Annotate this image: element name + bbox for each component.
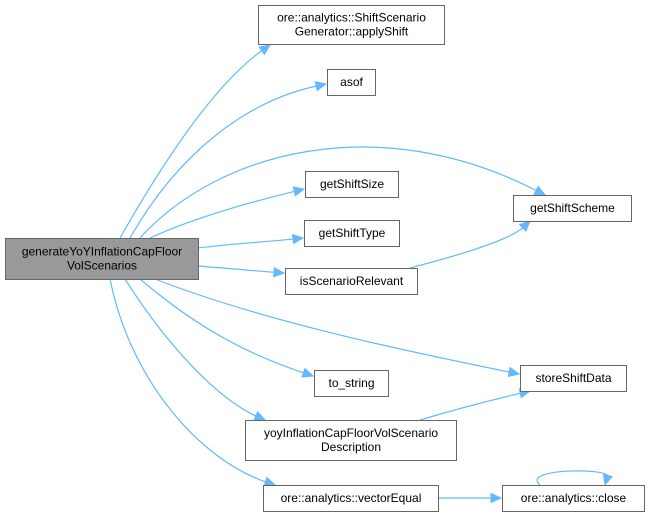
edge-root-to-storeShiftData (154, 278, 521, 378)
arrowhead-icon (518, 220, 531, 233)
node-label: isScenarioRelevant (300, 274, 404, 288)
node-getShiftScheme[interactable]: getShiftScheme (513, 195, 632, 222)
arrowhead-icon (533, 185, 547, 196)
edge-line (197, 238, 295, 249)
node-getShiftSize[interactable]: getShiftSize (305, 171, 399, 198)
edge-root-to-getShiftSize (149, 186, 306, 239)
edge-root-to-to_string (139, 278, 315, 378)
node-label: ore::analytics::vectorEqual (281, 491, 422, 505)
edge-close-to-close (536, 470, 614, 487)
edge-line (149, 190, 296, 239)
nodes-layer: generateYoYInflationCapFloorVolScenarios… (5, 5, 645, 512)
edge-line (536, 470, 609, 486)
arrowhead-icon (258, 44, 271, 56)
node-close[interactable]: ore::analytics::close (502, 485, 645, 512)
edge-line (124, 278, 258, 417)
node-box[interactable] (304, 220, 400, 247)
edge-root-to-getShiftType (197, 233, 305, 249)
node-label: asof (340, 75, 363, 89)
node-label: getShiftType (319, 226, 386, 240)
node-box[interactable] (258, 5, 445, 45)
node-label: yoyInflationCapFloorVolScenario (264, 426, 438, 440)
node-label: ore::analytics::close (521, 491, 627, 505)
node-box[interactable] (314, 370, 389, 397)
edge-root-to-yoyDescription (124, 278, 267, 421)
arrowhead-icon (490, 492, 503, 504)
node-label: Description (321, 440, 381, 454)
node-label: VolScenarios (67, 259, 137, 273)
node-box[interactable] (513, 195, 632, 222)
node-box[interactable] (5, 238, 199, 280)
arrowhead-icon (263, 476, 277, 487)
node-label: to_string (328, 376, 374, 390)
node-label: getShiftSize (320, 177, 384, 191)
node-box[interactable] (305, 171, 399, 198)
node-label: storeShiftData (535, 371, 611, 385)
arrowhead-icon (314, 81, 328, 92)
edges-layer (109, 44, 614, 504)
node-label: Generator::applyShift (295, 25, 409, 39)
edge-line (409, 226, 524, 269)
node-box[interactable] (502, 485, 645, 512)
node-box[interactable] (263, 485, 439, 512)
arrowhead-icon (507, 366, 521, 378)
edge-line (419, 392, 522, 421)
arrowhead-icon (301, 367, 315, 378)
node-getShiftType[interactable]: getShiftType (304, 220, 400, 247)
node-storeShiftData[interactable]: storeShiftData (520, 365, 627, 392)
node-box[interactable] (245, 420, 457, 461)
edge-root-to-isScenarioRelevant (197, 265, 286, 278)
arrowhead-icon (273, 267, 286, 278)
edge-root-to-asof (129, 81, 328, 239)
node-asof[interactable]: asof (327, 69, 376, 96)
node-isScenarioRelevant[interactable]: isScenarioRelevant (285, 268, 418, 295)
arrowhead-icon (292, 233, 305, 245)
edge-isScenarioRelevant-to-getShiftScheme (409, 220, 531, 269)
edge-yoyDescription-to-storeShiftData (419, 388, 532, 421)
edge-line (154, 278, 511, 373)
edge-vectorEqual-to-close (438, 492, 503, 504)
node-vectorEqual[interactable]: ore::analytics::vectorEqual (263, 485, 439, 512)
node-box[interactable] (285, 268, 418, 295)
edge-line (109, 278, 267, 483)
edge-line (129, 85, 318, 239)
edge-line (197, 265, 276, 273)
arrowhead-icon (602, 473, 614, 487)
node-label: generateYoYInflationCapFloor (22, 245, 182, 259)
node-to_string[interactable]: to_string (314, 370, 389, 397)
edge-line (139, 146, 538, 239)
node-box[interactable] (520, 365, 627, 392)
edge-root-to-getShiftScheme (139, 146, 547, 239)
arrowhead-icon (292, 186, 306, 197)
node-yoyDescription[interactable]: yoyInflationCapFloorVolScenarioDescripti… (245, 420, 457, 461)
node-label: getShiftScheme (530, 201, 615, 215)
edge-line (119, 49, 263, 239)
node-applyShift[interactable]: ore::analytics::ShiftScenarioGenerator::… (258, 5, 445, 45)
node-label: ore::analytics::ShiftScenario (277, 11, 426, 25)
edge-root-to-applyShift (119, 44, 271, 239)
edge-line (139, 278, 305, 374)
arrowhead-icon (253, 410, 267, 421)
node-box[interactable] (327, 69, 376, 96)
